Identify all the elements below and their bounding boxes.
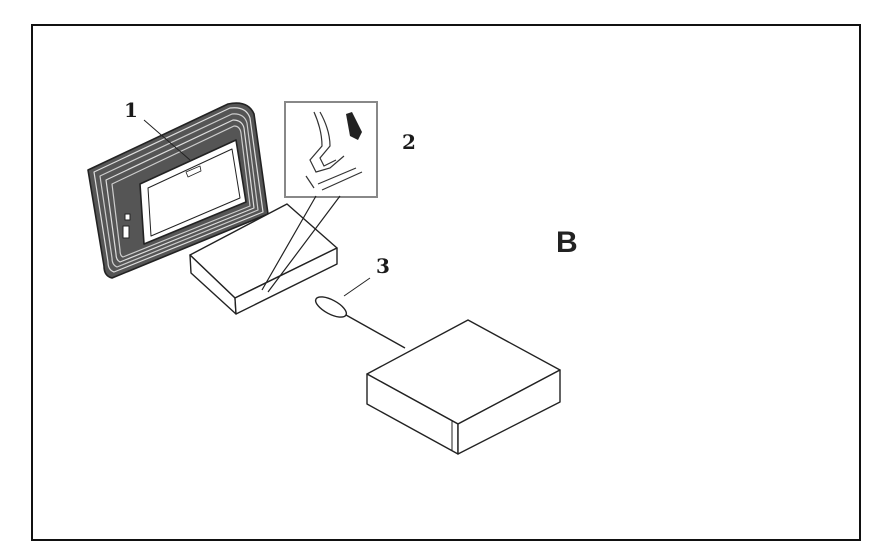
callout-1-leader bbox=[143, 119, 191, 161]
detail-inset bbox=[261, 101, 378, 293]
figure-frame bbox=[31, 24, 861, 541]
panel-label: B bbox=[556, 226, 578, 259]
trim-frame bbox=[87, 102, 269, 279]
connector-cable bbox=[314, 277, 406, 349]
callout-label-3: 3 bbox=[376, 254, 390, 278]
callout-label-1: 1 bbox=[124, 98, 138, 122]
radio-unit bbox=[366, 319, 561, 455]
callout-label-2: 2 bbox=[402, 130, 416, 154]
housing-box bbox=[189, 203, 338, 315]
